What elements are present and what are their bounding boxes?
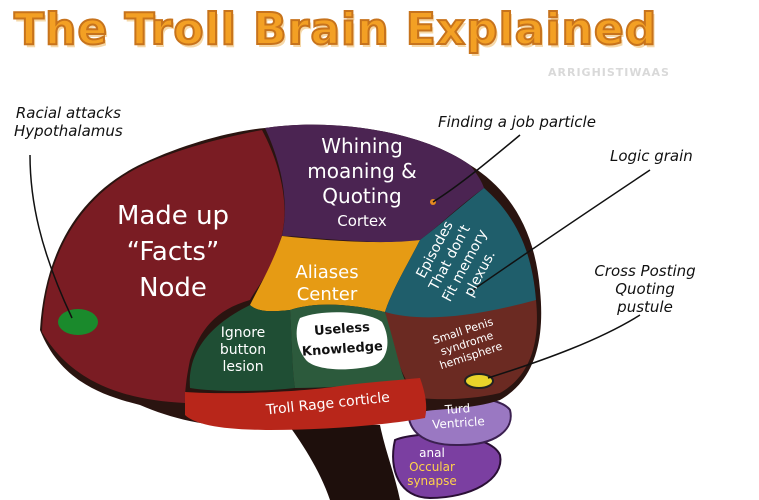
callout-line: Logic grain (610, 147, 693, 165)
callout-logic-grain: Logic grain (610, 147, 693, 165)
logic-grain-leader (469, 169, 651, 293)
region-label-line: anal (419, 446, 445, 460)
region-label-line: Ignore (220, 325, 266, 341)
callout-line: Racial attacks (15, 104, 121, 122)
region-label-line: Whining (321, 134, 403, 158)
useless-knowledge-bubble (296, 312, 388, 370)
callout-job-particle: Finding a job particle (438, 113, 596, 131)
job-particle-leader (432, 134, 521, 203)
episodes-plexus-region (385, 188, 536, 320)
brainstem (285, 420, 400, 500)
region-label-line: Knowledge (301, 339, 384, 360)
cross-posting-leader (487, 314, 641, 379)
region-label-line: Node (139, 273, 207, 303)
watermark-text: ARRIGHISTIWAAS (548, 66, 670, 79)
ignore-lesion-region (189, 305, 295, 391)
region-label-line: “Facts” (126, 237, 220, 267)
region-label-line: lesion (222, 359, 264, 375)
label-anal-synapse: anal Occular synapse (392, 446, 472, 488)
label-facts-node: Made up “Facts” Node (88, 198, 258, 306)
region-label-line: Occular (409, 460, 455, 474)
whining-cortex-region (265, 124, 484, 243)
label-ignore-lesion: Ignore button lesion (208, 325, 278, 376)
facts-node-region (42, 130, 285, 403)
callout-cross-posting: Cross Posting Quoting pustule (586, 262, 704, 316)
hypothalamus-spot (58, 309, 98, 335)
aliases-center-region (250, 236, 420, 312)
region-label-line: synapse (407, 474, 457, 488)
label-whining-cortex: Whining moaning & Quoting Cortex (282, 134, 442, 234)
callout-line: pustule (617, 298, 673, 316)
page-title: The Troll Brain Explained (13, 3, 658, 56)
callout-hypothalamus: Racial attacks Hypothalamus (14, 104, 123, 140)
region-label-line: Quoting (322, 184, 402, 208)
label-useless-knowledge: Useless Knowledge (301, 320, 384, 360)
region-label-line: Cortex (337, 212, 387, 230)
callout-line: Hypothalamus (14, 122, 123, 140)
hypothalamus-leader (29, 154, 73, 319)
label-aliases-center: Aliases Center (272, 262, 382, 306)
region-label-line: Aliases (295, 262, 359, 283)
pustule-spot (464, 373, 494, 389)
callout-line: Cross Posting (594, 262, 696, 280)
region-label-line: Made up (116, 201, 230, 231)
region-label-line: moaning & (307, 159, 417, 183)
region-label-line: button (219, 342, 267, 358)
region-label-line: Center (296, 284, 358, 305)
label-turd-ventricle: Turd Ventricle (417, 399, 499, 433)
callout-line: Quoting (615, 280, 675, 298)
callout-line: Finding a job particle (438, 113, 596, 131)
troll-rage-region (185, 378, 427, 430)
